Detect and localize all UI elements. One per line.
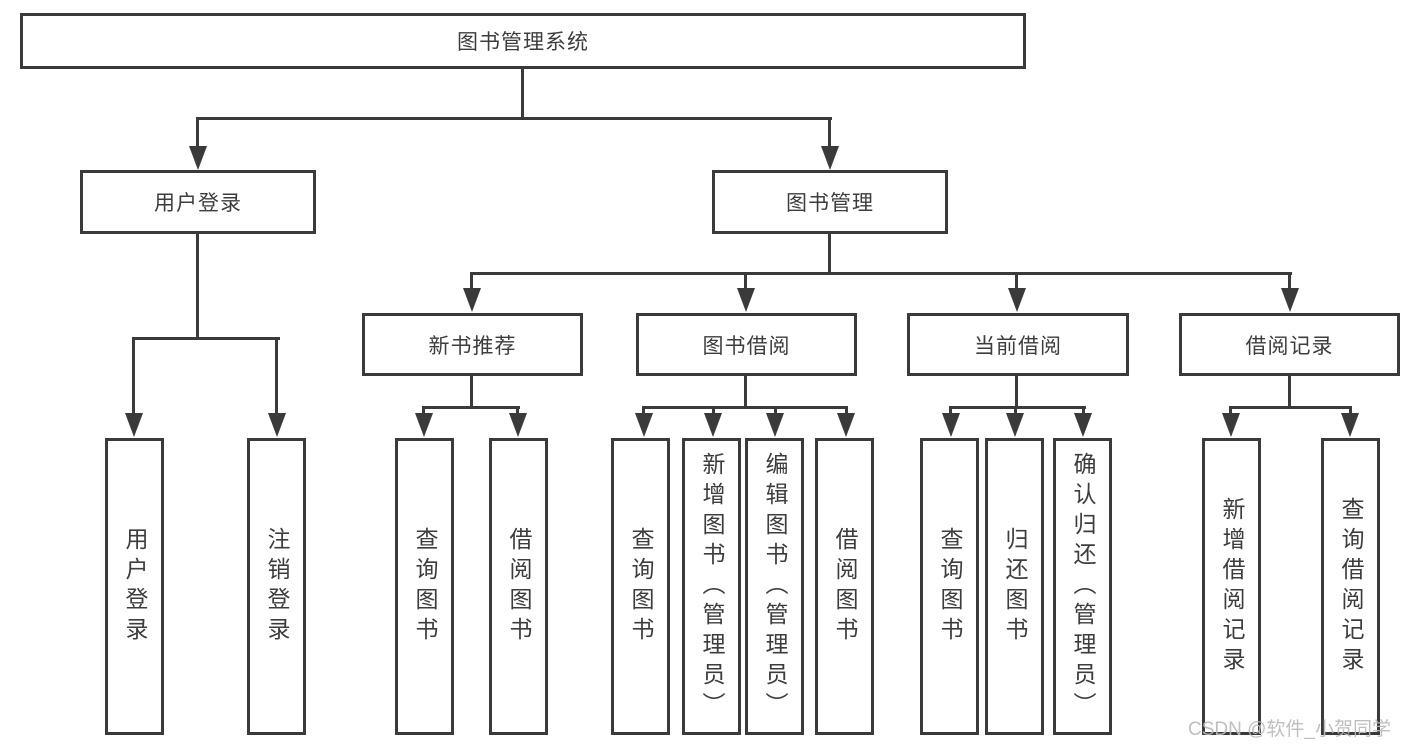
node-root: 图书管理系统 [20, 13, 1026, 69]
connector-line [470, 376, 473, 409]
connector-line [1229, 406, 1352, 409]
connector-line [845, 406, 848, 416]
leaf-add-book-admin: 新增图书（管理员） [682, 438, 741, 735]
leaf-query-book-current: 查询图书 [920, 438, 979, 735]
node-book-management-label: 图书管理 [786, 192, 874, 215]
connector-line [470, 272, 473, 290]
leaf-return-book-label: 归还图书 [1002, 526, 1028, 647]
connector-line [422, 406, 425, 416]
leaf-borrow-book-label: 借阅图书 [832, 526, 858, 647]
node-current-borrow: 当前借阅 [907, 313, 1129, 376]
leaf-edit-book-admin: 编辑图书（管理员） [745, 438, 804, 735]
leaf-borrow-book-recommend: 借阅图书 [489, 438, 548, 735]
leaf-logout: 注销登录 [247, 438, 306, 735]
leaf-query-borrow-record: 查询借阅记录 [1321, 438, 1380, 735]
node-book-borrow: 图书借阅 [636, 313, 857, 376]
leaf-add-borrow-record: 新增借阅记录 [1202, 438, 1261, 735]
arrowhead-down [737, 288, 755, 312]
connector-line [1015, 376, 1018, 409]
connector-line [196, 117, 832, 120]
connector-line [744, 376, 747, 409]
connector-line [712, 406, 715, 416]
arrowhead-down [1074, 413, 1092, 437]
leaf-user-login: 用户登录 [105, 438, 164, 735]
leaf-borrow-book-recommend-label: 借阅图书 [506, 526, 532, 647]
arrowhead-down [704, 413, 722, 437]
connector-line [196, 117, 199, 149]
node-borrow-records: 借阅记录 [1179, 313, 1400, 376]
arrowhead-down [1222, 413, 1240, 437]
node-user-login-branch: 用户登录 [80, 170, 316, 234]
connector-line [516, 406, 519, 416]
leaf-query-borrow-record-label: 查询借阅记录 [1338, 496, 1364, 677]
arrowhead-down [1341, 413, 1359, 437]
leaf-query-book-current-label: 查询图书 [937, 526, 963, 647]
connector-line [1082, 406, 1085, 416]
connector-line [774, 406, 777, 416]
connector-line [828, 234, 831, 274]
connector-line [1015, 272, 1018, 290]
connector-line [1229, 406, 1232, 416]
arrowhead-down [509, 413, 527, 437]
leaf-borrow-book: 借阅图书 [815, 438, 874, 735]
arrowhead-down [942, 413, 960, 437]
leaf-user-login-label: 用户登录 [122, 526, 148, 647]
arrowhead-down [1008, 288, 1026, 312]
arrowhead-down [463, 288, 481, 312]
leaf-add-book-admin-label: 新增图书（管理员） [699, 451, 725, 722]
connector-line [470, 272, 1292, 275]
connector-line [521, 68, 524, 119]
connector-line [642, 406, 645, 416]
leaf-confirm-return-admin: 确认归还（管理员） [1053, 438, 1112, 735]
connector-line [132, 337, 280, 340]
connector-line [132, 337, 135, 415]
leaf-edit-book-admin-label: 编辑图书（管理员） [762, 451, 788, 722]
connector-line [642, 406, 848, 409]
leaf-logout-label: 注销登录 [264, 526, 290, 647]
connector-line [949, 406, 952, 416]
leaf-add-borrow-record-label: 新增借阅记录 [1219, 496, 1245, 677]
leaf-query-book-recommend: 查询图书 [395, 438, 454, 735]
arrowhead-down [837, 413, 855, 437]
arrowhead-down [415, 413, 433, 437]
node-borrow-records-label: 借阅记录 [1245, 334, 1334, 358]
leaf-query-book-borrow: 查询图书 [611, 438, 670, 735]
arrowhead-down [1006, 413, 1024, 437]
arrowhead-down [268, 413, 286, 437]
arrowhead-down [125, 413, 143, 437]
arrowhead-down [1281, 288, 1299, 312]
connector-line [422, 406, 520, 409]
connector-line [744, 272, 747, 290]
arrowhead-down [821, 146, 839, 170]
leaf-query-book-recommend-label: 查询图书 [412, 526, 438, 647]
connector-line [828, 117, 831, 149]
node-new-book-recommend-label: 新书推荐 [428, 334, 517, 358]
node-book-management: 图书管理 [712, 170, 948, 234]
connector-line [275, 337, 278, 415]
node-book-borrow-label: 图书借阅 [702, 334, 791, 358]
node-current-borrow-label: 当前借阅 [974, 334, 1062, 358]
connector-line [1349, 406, 1352, 416]
arrowhead-down [766, 413, 784, 437]
leaf-confirm-return-admin-label: 确认归还（管理员） [1070, 451, 1096, 722]
connector-line [196, 234, 199, 340]
watermark: CSDN @软件_小贺同学 [1188, 719, 1391, 740]
arrowhead-down [189, 146, 207, 170]
arrowhead-down [635, 413, 653, 437]
node-new-book-recommend: 新书推荐 [362, 313, 583, 376]
node-root-label: 图书管理系统 [457, 31, 589, 54]
node-user-login-branch-label: 用户登录 [154, 192, 242, 215]
connector-line [1288, 272, 1291, 290]
connector-line [1288, 376, 1291, 409]
leaf-return-book: 归还图书 [985, 438, 1044, 735]
leaf-query-book-borrow-label: 查询图书 [628, 526, 654, 647]
connector-line [949, 406, 1086, 409]
connector-line [1014, 406, 1017, 416]
